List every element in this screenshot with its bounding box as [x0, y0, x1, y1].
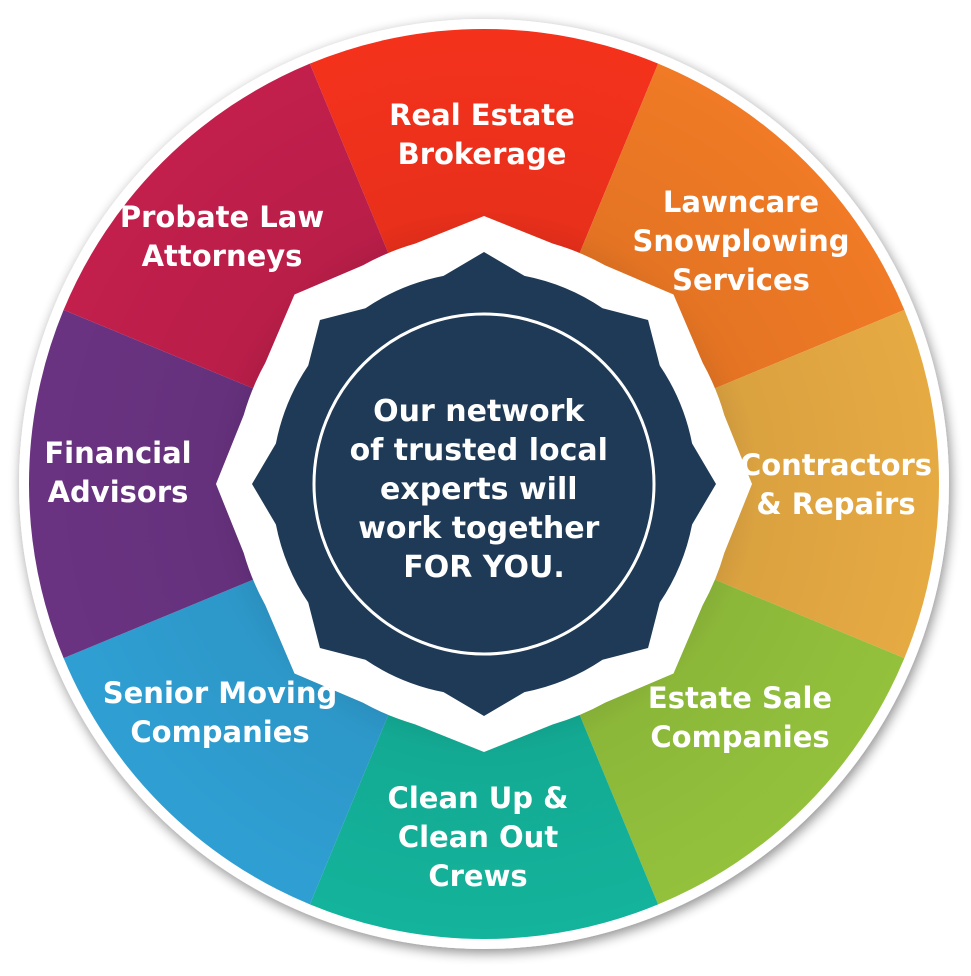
center-circle — [312, 312, 656, 656]
segment-label-line: Crews — [428, 859, 527, 893]
segment-label-line: Companies — [650, 720, 829, 754]
segment-label-line: Contractors — [740, 448, 932, 482]
segment-label-line: Estate Sale — [648, 681, 832, 715]
segment-label-contractors: Contractors & Repairs — [740, 448, 932, 521]
segment-label-line: Services — [672, 263, 810, 297]
segment-label-line: Companies — [130, 715, 309, 749]
segment-label-line: Clean Out — [398, 820, 559, 854]
segment-label-line: Probate Law — [120, 200, 324, 234]
center-line: of trusted local — [350, 433, 608, 468]
center-line: experts will — [380, 472, 578, 507]
center-message: Our network of trusted local experts wil… — [350, 394, 619, 585]
segment-label-line: Real Estate — [389, 98, 575, 132]
segment-label-line: Brokerage — [398, 137, 567, 171]
center-line: work together — [358, 511, 599, 546]
gear — [216, 216, 752, 752]
segment-label-line: Financial — [44, 436, 191, 470]
center-line: Our network — [373, 394, 585, 429]
segment-label-line: Lawncare — [663, 185, 819, 219]
segment-label-line: Clean Up & — [388, 781, 569, 815]
center-line: FOR YOU. — [403, 550, 564, 585]
segment-label-line: Attorneys — [142, 239, 303, 273]
segment-label-line: Snowplowing — [632, 224, 849, 258]
segment-label-line: Senior Moving — [103, 676, 338, 710]
segment-label-line: & Repairs — [756, 487, 915, 521]
segment-label-line: Advisors — [48, 475, 189, 509]
